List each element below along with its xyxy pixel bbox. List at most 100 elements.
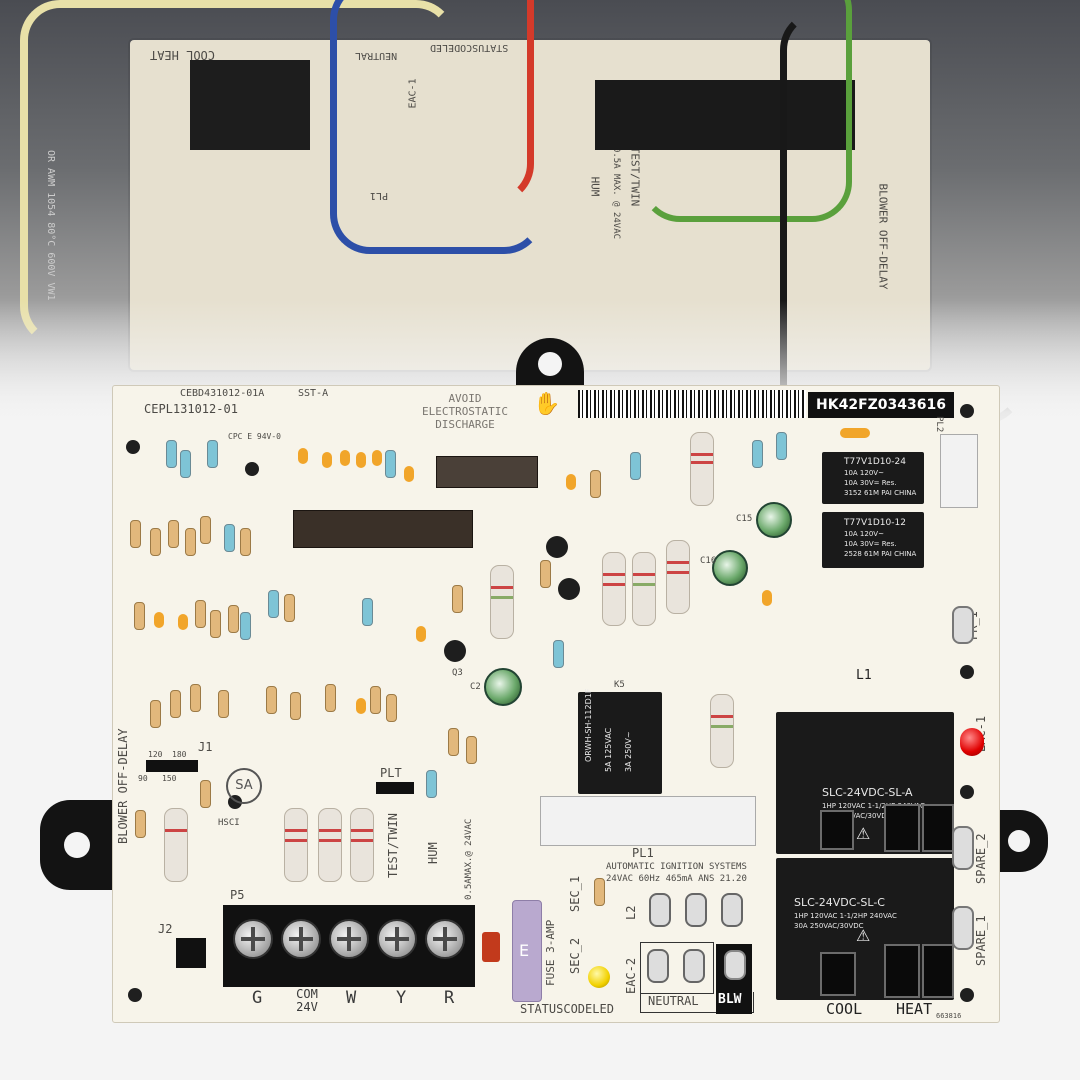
- capacitor: [178, 614, 188, 630]
- j1-180-label: 180: [172, 750, 187, 759]
- mount-hole: [960, 785, 974, 799]
- capacitor: [416, 626, 426, 642]
- transistor: [558, 578, 580, 600]
- relay-slc-a: SLC-24VDC-SL-A 1HP 120VAC 1-1/2HP 240VAC…: [776, 712, 954, 854]
- neutral-label: NEUTRAL: [648, 994, 699, 1008]
- l1-label: L1: [856, 668, 872, 683]
- resistor: [228, 605, 239, 633]
- fuse[interactable]: E: [512, 900, 542, 1002]
- pl1-label: PL1: [632, 846, 654, 860]
- board-code: 663816: [936, 1012, 962, 1020]
- resistor: [170, 690, 181, 718]
- resistor: [448, 728, 459, 756]
- mount-hole: [960, 404, 974, 418]
- resistor: [370, 686, 381, 714]
- resistor: [207, 440, 218, 468]
- power-resistor: [710, 694, 734, 768]
- bg-wire-red: [300, 0, 534, 204]
- power-resistor: [164, 808, 188, 882]
- c15-label: C15: [736, 514, 753, 524]
- j2-connector[interactable]: [176, 938, 206, 968]
- power-resistor: [318, 808, 342, 882]
- plt-jumper[interactable]: [376, 782, 414, 794]
- resistor: [135, 810, 146, 838]
- k5-label: K5: [614, 680, 625, 690]
- resistor: [426, 770, 437, 798]
- terminal-screw-r[interactable]: [425, 919, 465, 959]
- plt-label: PLT: [380, 766, 402, 780]
- resistor: [362, 598, 373, 626]
- power-resistor: [284, 808, 308, 882]
- resistor: [218, 690, 229, 718]
- j1-90-label: 90: [138, 774, 148, 783]
- quick-connect-terminal[interactable]: [721, 893, 743, 927]
- part-number-top: CEBD431012-01A: [180, 388, 265, 399]
- resistor: [284, 594, 295, 622]
- quick-connect-row-top: [640, 888, 752, 930]
- relay-rating: 10A 30V= Res.: [844, 479, 897, 487]
- esd-warning: AVOID ELECTROSTATIC DISCHARGE: [405, 392, 525, 431]
- sec1-label: SEC_1: [568, 875, 582, 912]
- esd-warning-line3: DISCHARGE: [435, 418, 495, 431]
- terminal-screw-y[interactable]: [377, 919, 417, 959]
- mount-hole: [245, 462, 259, 476]
- eac2-label: EAC-2: [624, 957, 638, 994]
- relay-rating: 3A 250V~: [624, 731, 633, 772]
- j1-label: J1: [198, 740, 213, 754]
- terminal-label-w: W: [346, 988, 357, 1008]
- fuse-label: FUSE 3-AMP: [544, 919, 557, 986]
- blower-delay-jumper[interactable]: [146, 760, 198, 772]
- mount-hole: [126, 440, 140, 454]
- resistor: [240, 612, 251, 640]
- quick-connect-terminal[interactable]: [724, 950, 746, 980]
- quick-connect-terminal[interactable]: [685, 893, 707, 927]
- pl2-connector[interactable]: [940, 434, 978, 508]
- rating-label: 0.5AMAX.@ 24VAC: [464, 818, 474, 900]
- microcontroller-chip: [293, 510, 473, 548]
- resistor: [200, 516, 211, 544]
- relay-model: T77V1D10-24: [844, 457, 906, 467]
- resistor: [466, 736, 477, 764]
- capacitor: [340, 450, 350, 466]
- relay-rating: 10A 30V= Res.: [844, 540, 897, 548]
- spare1-terminal[interactable]: [952, 906, 974, 950]
- relay-rating: 10A 120V~: [844, 469, 884, 477]
- blower-off-delay-label: BLOWER OFF-DELAY: [116, 728, 130, 844]
- part-number-sst: SST-A: [298, 388, 329, 399]
- pr1-terminal[interactable]: [952, 606, 974, 644]
- power-resistor: [666, 540, 690, 614]
- terminal-screw-g[interactable]: [233, 919, 273, 959]
- terminal-screw-com[interactable]: [281, 919, 321, 959]
- resistor: [776, 432, 787, 460]
- test-twin-label: TEST/TWIN: [386, 812, 400, 878]
- fuse-e-mark: E: [519, 941, 530, 960]
- mount-tab-left: [40, 800, 120, 890]
- relay-model: ORWH-SH-112D1F: [584, 688, 593, 762]
- pl2-label: PL2: [934, 416, 944, 433]
- red-component: [482, 932, 500, 962]
- transistor: [546, 536, 568, 558]
- bg-connector: [190, 60, 310, 150]
- pl1-connector[interactable]: [540, 796, 756, 846]
- quick-connect-terminal[interactable]: [683, 949, 705, 983]
- spare2-terminal[interactable]: [952, 826, 974, 870]
- quick-connect-terminal[interactable]: [647, 949, 669, 983]
- terminal-label-y: Y: [396, 988, 407, 1008]
- mount-hole: [128, 988, 142, 1002]
- terminal-screw-w[interactable]: [329, 919, 369, 959]
- power-resistor: [632, 552, 656, 626]
- spare1-label: SPARE_1: [974, 915, 988, 966]
- resistor: [168, 520, 179, 548]
- l2-label: L2: [624, 905, 638, 920]
- resistor: [266, 686, 277, 714]
- quick-connect-terminal[interactable]: [649, 893, 671, 927]
- ignition-spec-label: 24VAC 60Hz 465mA ANS 21.20: [606, 874, 747, 884]
- bg-terminal-block: [595, 80, 855, 150]
- terminal-label-g: G: [252, 988, 263, 1008]
- esd-symbol-icon: ✋: [533, 392, 561, 417]
- electrolytic-capacitor: [756, 502, 792, 538]
- c16-label: C16: [700, 556, 717, 566]
- relay-rating: 1HP 120VAC 1-1/2HP 240VAC: [822, 802, 925, 810]
- resistor: [240, 528, 251, 556]
- resistor: [325, 684, 336, 712]
